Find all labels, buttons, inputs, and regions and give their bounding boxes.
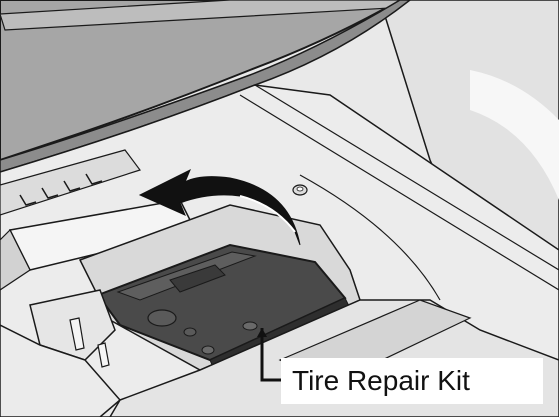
bolt-icon	[292, 184, 308, 196]
callout-box	[281, 358, 543, 404]
floor-ridge-2	[254, 84, 559, 271]
sill-slots	[19, 173, 103, 206]
kit-button	[242, 321, 258, 331]
floor-curve	[299, 174, 441, 301]
curved-arrow-left-icon	[138, 168, 301, 246]
left-recess-side	[0, 228, 31, 291]
kit-round-cutout	[147, 309, 177, 327]
wall-highlight	[470, 70, 559, 200]
kit-handle	[169, 264, 226, 293]
callout-leader	[257, 328, 286, 382]
rear-sill	[0, 149, 141, 216]
compartment-tab-2	[97, 342, 110, 368]
kit-screw	[201, 345, 215, 355]
compartment-tab-1	[69, 317, 85, 351]
floor-ridge-1	[239, 94, 559, 291]
kit-small-cutout	[183, 327, 197, 337]
tire-repair-kit-label: Tire Repair Kit	[292, 365, 470, 396]
trunk-lid	[0, 0, 403, 162]
